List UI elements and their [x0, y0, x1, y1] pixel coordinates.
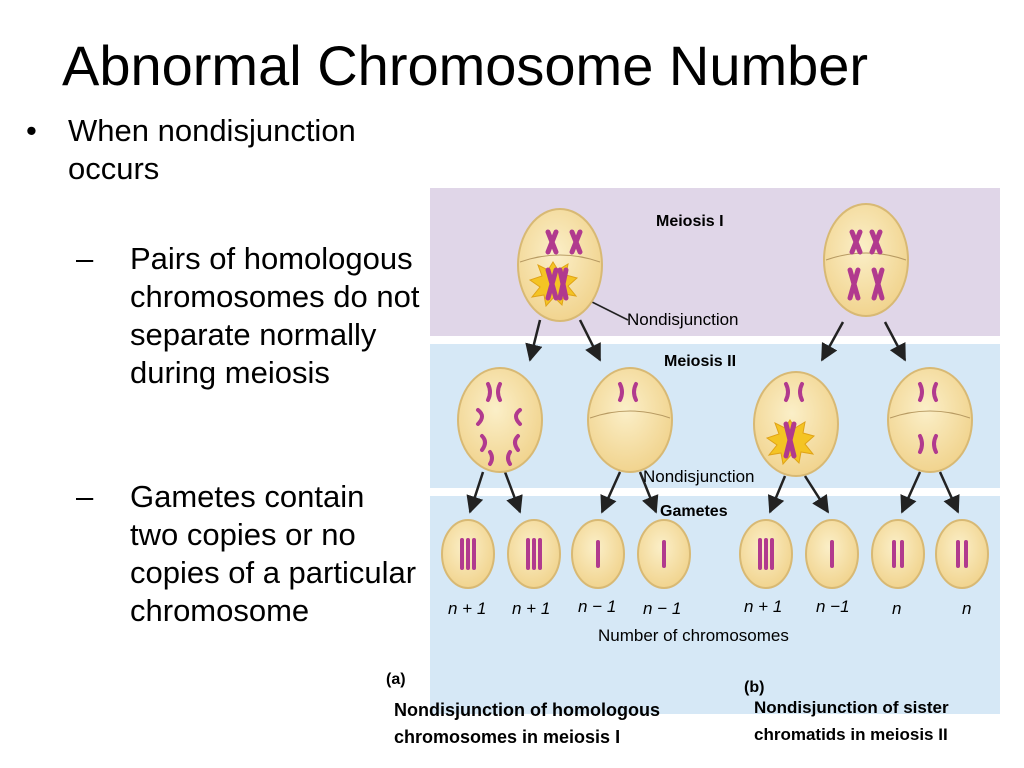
gamete-count-label: n + 1 — [448, 599, 486, 618]
gamete-count-label: n + 1 — [744, 597, 782, 616]
bullet-main-text: When nondisjunction occurs — [68, 113, 356, 186]
gamete-8 — [935, 519, 989, 589]
meiosis-ii-cell-3 — [753, 371, 839, 477]
gametes-label: Gametes — [660, 503, 728, 520]
gametes — [441, 519, 989, 589]
nondisjunction-label-1: Nondisjunction — [627, 310, 739, 329]
arrows — [466, 319, 960, 514]
gamete-7 — [871, 519, 925, 589]
meiosis-i-label: Meiosis I — [656, 213, 724, 230]
slide-title: Abnormal Chromosome Number — [62, 34, 869, 97]
spindle-line — [519, 254, 601, 263]
gamete-5 — [739, 519, 793, 589]
panel-b-caption-line2: chromatids in meiosis II — [754, 725, 948, 744]
meiosis-ii-cell-2 — [587, 367, 673, 473]
chromosome-count-axis-label: Number of chromosomes — [598, 626, 789, 645]
gamete-count-label: n — [892, 599, 901, 618]
meiosis-ii-label: Meiosis II — [664, 353, 736, 370]
panel-a-letter: (a) — [386, 671, 406, 688]
sub-bullet-dash: – — [76, 241, 94, 276]
sub-bullet-1-text: Pairs of homologous chromosomes do not s… — [130, 241, 420, 390]
gamete-3 — [571, 519, 625, 589]
meiosis-ii-cell-1 — [457, 367, 543, 473]
gamete-count-label: n −1 — [816, 597, 850, 616]
sub-bullet-2-text: Gametes contain two copies or no copies … — [130, 479, 417, 628]
panel-a-caption-line1: Nondisjunction of homologous — [394, 700, 660, 720]
nondisjunction-label-2: Nondisjunction — [643, 467, 755, 486]
panel-b-letter: (b) — [744, 679, 764, 696]
meiosis-i-cell-b — [823, 203, 909, 317]
panel-a-caption-line2: chromosomes in meiosis I — [394, 727, 620, 747]
gamete-2 — [507, 519, 561, 589]
bullet-dot: • — [26, 113, 37, 148]
gamete-count-label: n − 1 — [578, 597, 616, 616]
sub-bullet-dash: – — [76, 479, 94, 514]
gamete-1 — [441, 519, 495, 589]
panel-b-caption-line1: Nondisjunction of sister — [754, 698, 949, 717]
gamete-count-labels: n + 1 n + 1 n − 1 n − 1 n + 1 n −1 n n — [448, 597, 971, 618]
gamete-count-label: n + 1 — [512, 599, 550, 618]
gamete-count-label: n − 1 — [643, 599, 681, 618]
gamete-count-label: n — [962, 599, 971, 618]
gamete-4 — [637, 519, 691, 589]
gamete-6 — [805, 519, 859, 589]
meiosis-ii-cell-4 — [887, 367, 973, 473]
meiosis-i-cell-a — [517, 208, 603, 322]
